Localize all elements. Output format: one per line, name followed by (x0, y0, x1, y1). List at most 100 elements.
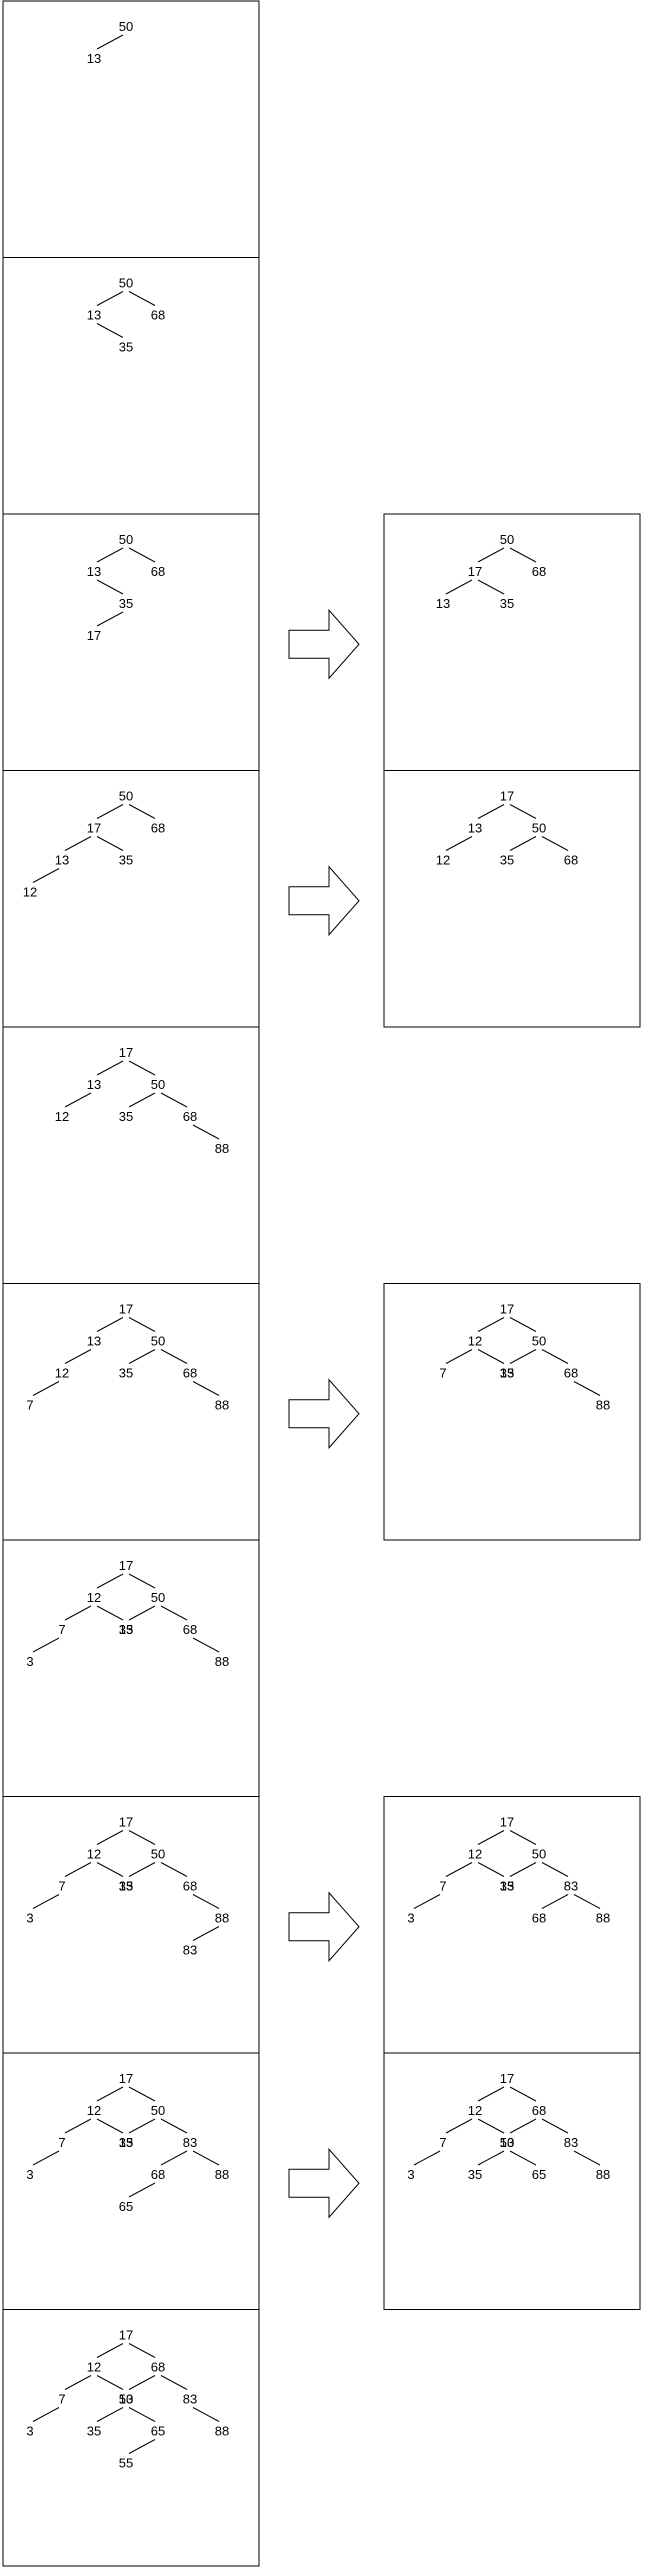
tree-edge (96, 34, 124, 50)
tree-edge (96, 291, 124, 306)
tree-edge (64, 2118, 92, 2134)
tree-edge (128, 2086, 156, 2102)
tree-edge (64, 2375, 92, 2390)
tree-node-label: 50 (151, 1077, 165, 1092)
tree-node-label: 13 (87, 308, 101, 323)
tree-edge (32, 2407, 60, 2422)
tree-node-label: 35 (500, 596, 514, 611)
tree-node-label: 88 (596, 1911, 610, 1926)
tree-edge (445, 836, 473, 851)
tree-edge (96, 2375, 124, 2390)
tree-edge (96, 2118, 124, 2134)
tree-edge (96, 611, 124, 627)
tree-node-label: 13 (119, 2135, 133, 2150)
tree-node-label: 13 (500, 1879, 514, 1894)
tree-node-label: 68 (151, 821, 165, 836)
tree-node-label: 68 (532, 564, 546, 579)
tree-edge (192, 1894, 220, 1909)
panel-frame (383, 1283, 641, 1541)
tree-node-label: 13 (500, 1366, 514, 1381)
tree-node-label: 17 (119, 2328, 133, 2343)
tree-edge (96, 323, 124, 338)
tree-node-label: 50 (119, 532, 133, 547)
tree-node-label: 68 (151, 564, 165, 579)
tree-node-label: 35 (119, 1879, 133, 1894)
panel-frame (2, 1539, 260, 1797)
tree-node-label: 3 (407, 2167, 414, 2182)
tree-node-label: 13 (119, 1879, 133, 1894)
tree-node-label: 88 (215, 2167, 229, 2182)
tree-node-label: 83 (564, 1879, 578, 1894)
tree-edge (128, 547, 156, 563)
tree-node-label: 17 (119, 1558, 133, 1573)
panel-frame (383, 2052, 641, 2310)
panel-frame (2, 1796, 260, 2054)
tree-node-label: 55 (119, 2456, 133, 2471)
tree-edge (96, 2343, 124, 2358)
tree-node-label: 50 (119, 19, 133, 34)
tree-edge (573, 1894, 601, 1909)
tree-edge (477, 2086, 505, 2102)
tree-node-label: 12 (87, 2103, 101, 2118)
tree-node-label: 3 (26, 1654, 33, 1669)
tree-node-label: 3 (26, 2167, 33, 2182)
panel-frame (383, 770, 641, 1028)
right-arrow-icon (288, 1891, 360, 1963)
tree-node-label: 3 (26, 2424, 33, 2439)
panel-frame (2, 770, 260, 1028)
tree-edge (192, 2407, 220, 2422)
tree-edge (64, 1605, 92, 1621)
tree-edge (96, 1060, 124, 1076)
tree-edge (477, 547, 505, 563)
tree-edge (160, 1605, 188, 1621)
tree-node-label: 68 (151, 2360, 165, 2375)
tree-node-label: 7 (439, 1879, 446, 1894)
tree-edge (32, 1637, 60, 1653)
tree-node-label: 50 (500, 532, 514, 547)
tree-node-label: 50 (119, 2392, 133, 2407)
tree-node-label: 50 (151, 2103, 165, 2118)
tree-node-label: 35 (500, 1879, 514, 1894)
tree-edge (96, 547, 124, 563)
tree-edge (128, 1317, 156, 1332)
tree-edge (128, 1060, 156, 1076)
tree-node-label: 68 (183, 1622, 197, 1637)
tree-node-label: 12 (23, 885, 37, 900)
tree-node-label: 13 (436, 596, 450, 611)
tree-node-label: 17 (87, 628, 101, 643)
tree-node-label: 17 (119, 1815, 133, 1830)
tree-node-label: 50 (151, 1334, 165, 1349)
tree-edge (509, 1349, 537, 1364)
tree-edge (96, 1317, 124, 1332)
tree-node-label: 50 (119, 789, 133, 804)
tree-node-label: 68 (564, 853, 578, 868)
tree-edge (445, 1862, 473, 1877)
tree-edge (192, 1926, 220, 1941)
tree-edge (509, 1830, 537, 1845)
tree-edge (192, 1124, 220, 1140)
tree-edge (32, 868, 60, 883)
tree-edge (573, 2150, 601, 2166)
tree-edge (509, 1317, 537, 1332)
tree-node-label: 68 (151, 2167, 165, 2182)
tree-node-label: 3 (407, 1911, 414, 1926)
tree-edge (445, 1349, 473, 1364)
tree-edge (128, 1605, 156, 1621)
panel-frame (2, 0, 260, 258)
tree-edge (541, 836, 569, 851)
panel-frame (383, 513, 641, 771)
tree-edge (96, 1573, 124, 1589)
panel-frame (2, 2309, 260, 2567)
tree-edge (509, 2150, 537, 2166)
tree-node-label: 83 (183, 2135, 197, 2150)
tree-node-label: 83 (183, 1943, 197, 1958)
tree-edge (541, 1349, 569, 1364)
tree-node-label: 50 (532, 1334, 546, 1349)
tree-node-label: 35 (119, 853, 133, 868)
tree-edge (509, 836, 537, 851)
tree-node-label: 68 (183, 1366, 197, 1381)
tree-edge (128, 2407, 156, 2422)
tree-edge (477, 1862, 505, 1877)
